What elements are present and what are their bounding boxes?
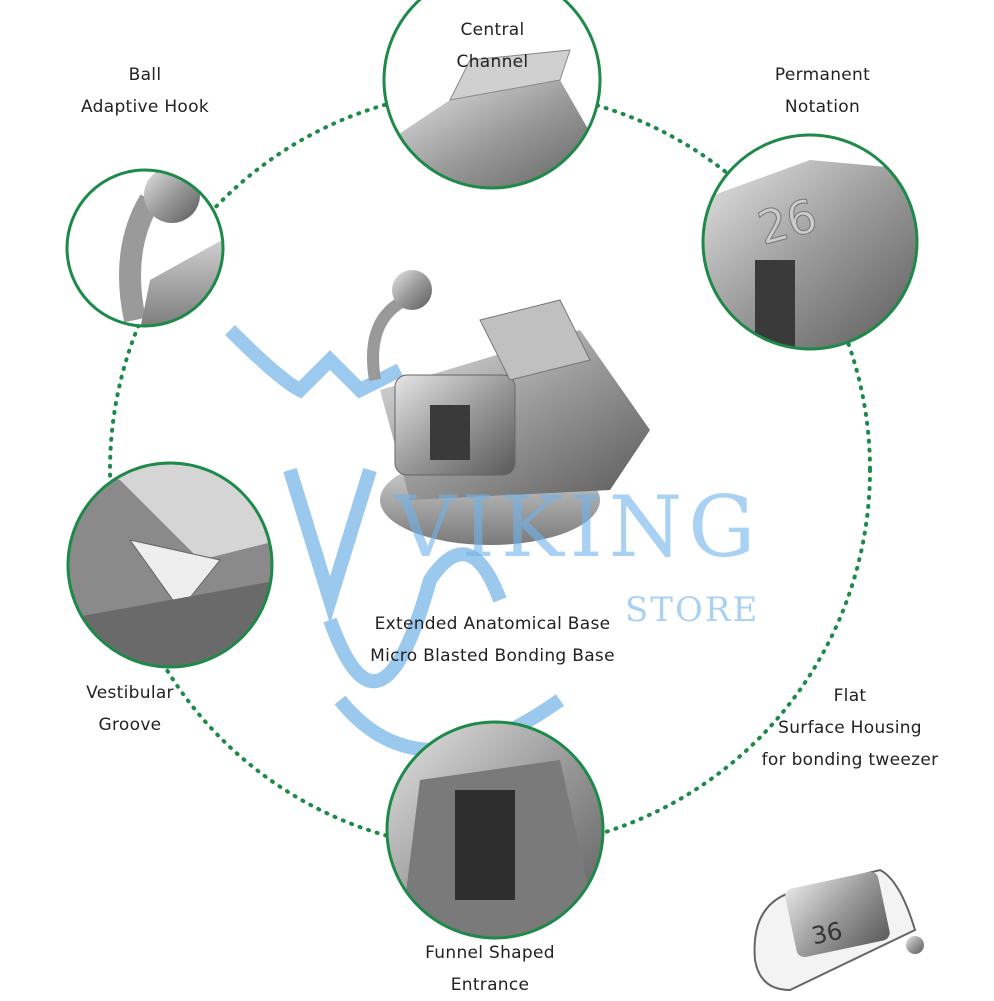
label-line: Vestibular bbox=[86, 683, 174, 703]
label-line: Adaptive Hook bbox=[81, 97, 209, 117]
label-line: Funnel Shaped bbox=[425, 943, 555, 963]
funnel-entrance-circle bbox=[385, 720, 605, 940]
label-line: Permanent bbox=[774, 65, 871, 85]
label-line: for bonding tweezer bbox=[761, 750, 939, 770]
label-permanent-notation: Permanent Notation bbox=[740, 59, 905, 123]
label-vestibular-groove: Vestibular Groove bbox=[55, 677, 205, 741]
watermark-brand: VIKING bbox=[395, 478, 762, 576]
label-base: Extended Anatomical Base Micro Blasted B… bbox=[340, 608, 645, 672]
label-line: Flat bbox=[833, 686, 867, 706]
label-line: Notation bbox=[784, 97, 861, 117]
ball-hook-circle bbox=[65, 168, 225, 328]
label-line: Groove bbox=[98, 715, 162, 735]
label-central-channel: Central Channel bbox=[420, 14, 565, 78]
label-line: Extended Anatomical Base bbox=[374, 614, 611, 634]
permanent-notation-circle: 26 bbox=[701, 133, 919, 351]
small-bracket-image bbox=[753, 868, 924, 992]
label-line: Ball bbox=[128, 65, 162, 85]
bracket-number: 36 bbox=[809, 917, 845, 951]
label-funnel-entrance: Funnel Shaped Entrance bbox=[400, 937, 580, 1001]
label-line: Surface Housing bbox=[778, 718, 922, 738]
label-line: Central bbox=[460, 20, 525, 40]
vestibular-groove-circle bbox=[66, 461, 274, 669]
label-line: Micro Blasted Bonding Base bbox=[370, 646, 615, 666]
label-ball-hook: Ball Adaptive Hook bbox=[50, 59, 240, 123]
central-channel-circle bbox=[382, 0, 602, 190]
label-line: Entrance bbox=[450, 975, 530, 995]
label-line: Channel bbox=[456, 52, 529, 72]
label-flat-surface: Flat Surface Housing for bonding tweezer bbox=[740, 680, 960, 776]
watermark-sub: STORE bbox=[625, 590, 760, 630]
center-bracket-image bbox=[367, 270, 650, 545]
